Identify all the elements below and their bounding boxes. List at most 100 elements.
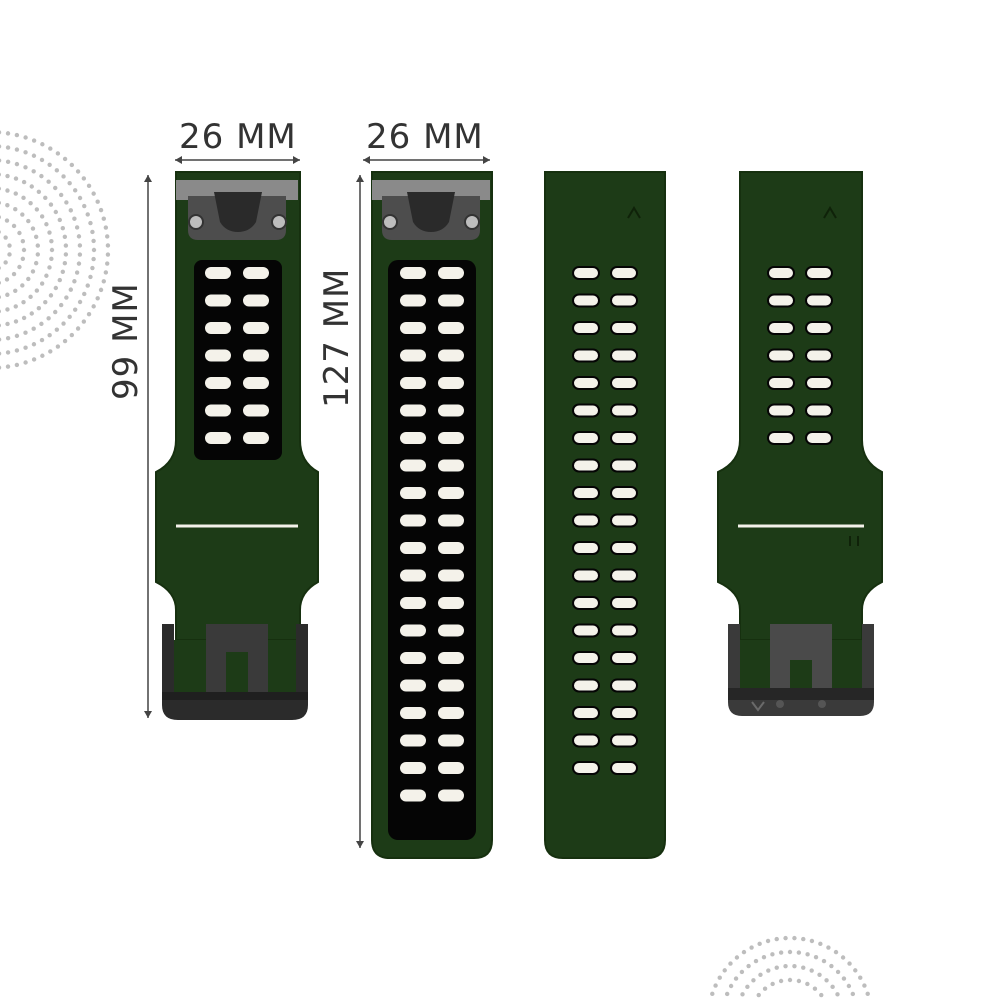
decoration-dot [31, 153, 37, 158]
decoration-dot [5, 321, 10, 327]
decoration-dot [841, 976, 847, 981]
decoration-dot [801, 936, 806, 942]
decoration-dot [47, 162, 52, 168]
width-label-long: 26 MM [366, 117, 484, 157]
quick-release-clasp-long [372, 180, 490, 240]
decoration-dot [17, 230, 22, 236]
band-hole [610, 376, 638, 390]
decoration-dot [90, 265, 95, 271]
decoration-dot [14, 362, 20, 368]
decoration-dot [5, 131, 11, 136]
band-hole [400, 377, 426, 389]
decoration-dot [846, 983, 852, 989]
decoration-dot [53, 209, 59, 215]
decoration-dot [34, 288, 40, 293]
decoration-dot [31, 357, 37, 362]
width-dimension-line-short [175, 156, 300, 164]
band-hole [610, 568, 638, 583]
decoration-dot [787, 949, 793, 955]
decoration-dot [809, 968, 814, 973]
decoration-dot [39, 173, 44, 179]
band-hole [205, 322, 231, 334]
width-label-short: 26 MM [179, 117, 297, 157]
decoration-dot [0, 230, 1, 234]
decoration-dot [26, 218, 31, 224]
band-hole [400, 267, 426, 279]
decoration-dot [57, 217, 62, 223]
decoration-dot [717, 975, 722, 980]
decoration-dot [4, 277, 10, 282]
decoration-dot [63, 252, 69, 257]
long-strap-back-view [544, 171, 666, 859]
band-hole [400, 569, 426, 582]
band-hole [610, 458, 638, 473]
band-hole [610, 486, 638, 500]
band-hole [438, 679, 464, 692]
decoration-dot [840, 955, 846, 960]
band-hole [572, 458, 600, 473]
decoration-dot [76, 234, 82, 239]
dotted-arc-decoration-bottom-right [707, 935, 873, 1004]
band-hole [243, 432, 269, 444]
decoration-dot [14, 132, 20, 138]
decoration-dot [28, 294, 33, 300]
band-hole [438, 597, 464, 609]
decoration-dot [853, 968, 858, 973]
band-hole [572, 266, 600, 280]
decoration-dot [88, 274, 93, 280]
width-dimension-line-long [363, 156, 490, 164]
decoration-dot [39, 337, 45, 343]
decoration-dot [0, 351, 2, 356]
decoration-dot [47, 332, 52, 338]
band-hole [400, 789, 426, 802]
decoration-dot [105, 243, 111, 248]
decoration-dot [62, 234, 68, 240]
decoration-dot [5, 173, 10, 179]
band-hole [572, 623, 600, 638]
decoration-dot [835, 992, 840, 997]
decoration-dot [91, 238, 96, 244]
decoration-dot [31, 326, 36, 331]
decoration-dot [13, 304, 18, 309]
decoration-dot [833, 949, 839, 955]
decoration-dot [85, 212, 90, 217]
decoration-dot [105, 234, 110, 239]
decoration-dot [783, 963, 788, 969]
band-hole [438, 707, 464, 719]
decoration-dot [91, 304, 96, 309]
length-label-short: 99 MM [106, 282, 146, 400]
decoration-dot [749, 945, 754, 950]
decoration-dot [805, 952, 810, 957]
decoration-dot [62, 338, 68, 344]
band-hole [438, 734, 464, 747]
band-hole [243, 404, 269, 417]
band-hole [610, 678, 638, 693]
decoration-dot [88, 220, 93, 226]
band-hole [572, 568, 600, 583]
short-strap-back-view [717, 171, 883, 716]
decoration-dot [0, 323, 2, 328]
band-hole [610, 403, 638, 418]
decoration-dot [54, 327, 60, 332]
decoration-dot [103, 270, 109, 275]
band-hole [572, 513, 600, 528]
band-hole [610, 733, 638, 748]
decoration-dot [21, 299, 26, 305]
decoration-dot [13, 288, 18, 294]
band-hole [610, 706, 638, 720]
band-hole [438, 514, 464, 527]
decoration-dot [67, 314, 72, 320]
decoration-dot [39, 157, 45, 163]
decoration-dot [733, 976, 739, 981]
decoration-dot [76, 261, 82, 266]
decoration-dot [801, 965, 806, 970]
length-label-long: 127 MM [317, 267, 357, 408]
band-hole [400, 542, 426, 554]
decoration-dot [774, 965, 779, 970]
decoration-dot [13, 191, 18, 196]
decoration-dot [53, 185, 58, 191]
decoration-dot [75, 326, 81, 331]
decoration-dot [5, 307, 10, 312]
band-hole [610, 596, 638, 610]
